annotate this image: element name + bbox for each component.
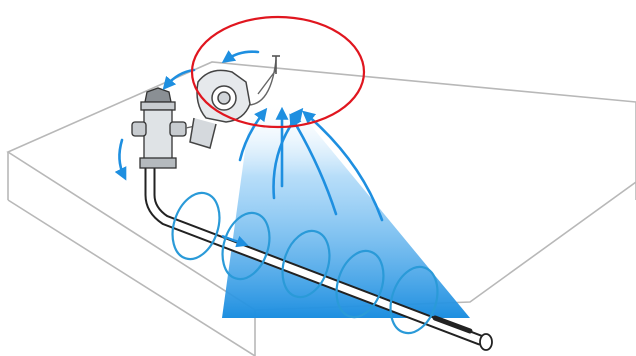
return-arrow-lower-left — [114, 138, 127, 181]
field-loop — [389, 265, 439, 335]
hydrant-nozzle-right — [169, 121, 187, 137]
hydrant-nozzle-left — [131, 121, 147, 137]
hydrant-base — [139, 157, 177, 169]
field-loop — [221, 211, 271, 281]
fire-hydrant — [131, 87, 187, 169]
signal-arrows — [238, 106, 384, 222]
field-loop — [171, 191, 221, 261]
field-loops — [171, 191, 439, 335]
signal-arrow — [238, 107, 268, 162]
transmitter-stand — [189, 117, 217, 149]
slab-edge-bottom — [7, 199, 256, 356]
field-loop — [281, 229, 331, 299]
field-loop — [335, 249, 385, 319]
hydrant-bonnet — [140, 101, 176, 111]
pipe-highlight — [432, 315, 473, 334]
signal-arrow — [289, 113, 338, 216]
transmitter-device — [189, 69, 251, 149]
signal-arrow — [302, 110, 384, 222]
pipe — [144, 162, 493, 351]
hydrant-body — [143, 109, 173, 161]
receiver-probe — [272, 55, 280, 74]
highlight-circle — [190, 15, 366, 129]
return-arrow-top — [221, 50, 260, 64]
pipe-end — [479, 333, 493, 351]
